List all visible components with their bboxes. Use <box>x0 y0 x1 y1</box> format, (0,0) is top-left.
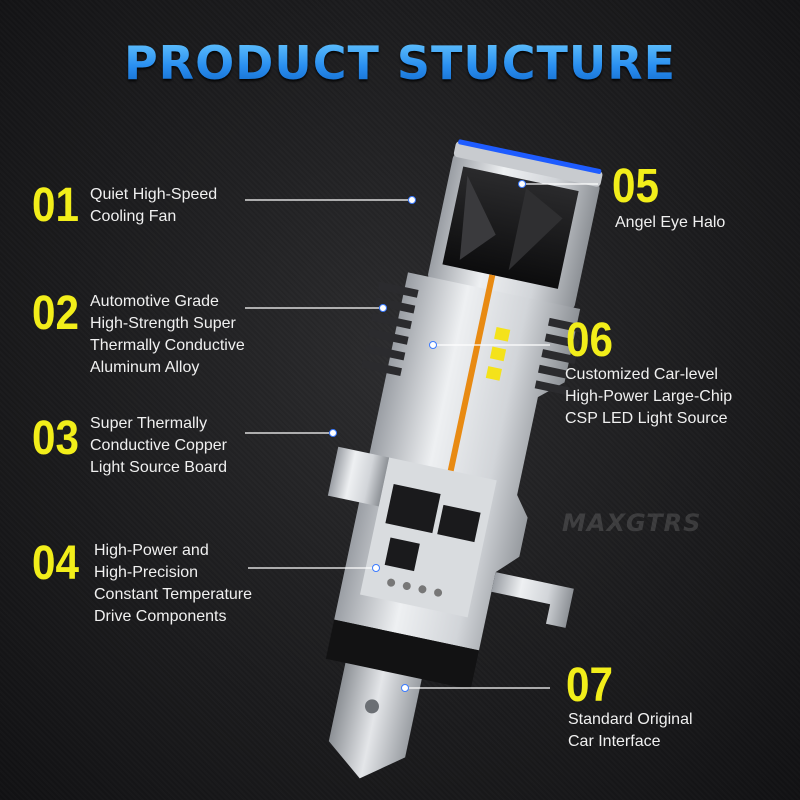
callout-label-04: High-Power and High-Precision Constant T… <box>94 542 253 625</box>
led-chip <box>494 326 511 342</box>
brand-watermark: MAXGTRS <box>562 509 702 537</box>
base-collar <box>325 619 479 690</box>
mounting-tab <box>491 572 574 628</box>
callout-number-07: 07 <box>566 659 613 712</box>
driver-chip <box>384 537 420 572</box>
callout-label-07: Standard Original Car Interface <box>568 711 693 750</box>
callout-number-06: 06 <box>566 314 613 367</box>
car-interface-plug <box>328 662 422 779</box>
callout-label-01: Quiet High-Speed Cooling Fan <box>90 186 218 225</box>
callout-number-04: 04 <box>32 537 79 590</box>
callout-number-02: 02 <box>32 287 79 340</box>
led-chip <box>489 346 507 362</box>
callout-label-03: Super Thermally Conductive Copper Light … <box>90 415 227 476</box>
callout-label-06: Customized Car-level High-Power Large-Ch… <box>565 366 733 427</box>
driver-chip <box>385 484 441 534</box>
driver-chip <box>437 504 481 543</box>
callout-number-05: 05 <box>612 160 659 213</box>
angel-eye-halo <box>458 139 602 174</box>
callout-number-01: 01 <box>32 179 79 232</box>
page-title: PRODUCT STUCTURE <box>0 36 800 90</box>
led-chip <box>485 366 502 381</box>
callout-number-03: 03 <box>32 412 79 465</box>
callout-label-05: Angel Eye Halo <box>615 214 726 231</box>
callout-label-02: Automotive Grade High-Strength Super The… <box>90 293 245 376</box>
copper-board <box>441 274 496 501</box>
